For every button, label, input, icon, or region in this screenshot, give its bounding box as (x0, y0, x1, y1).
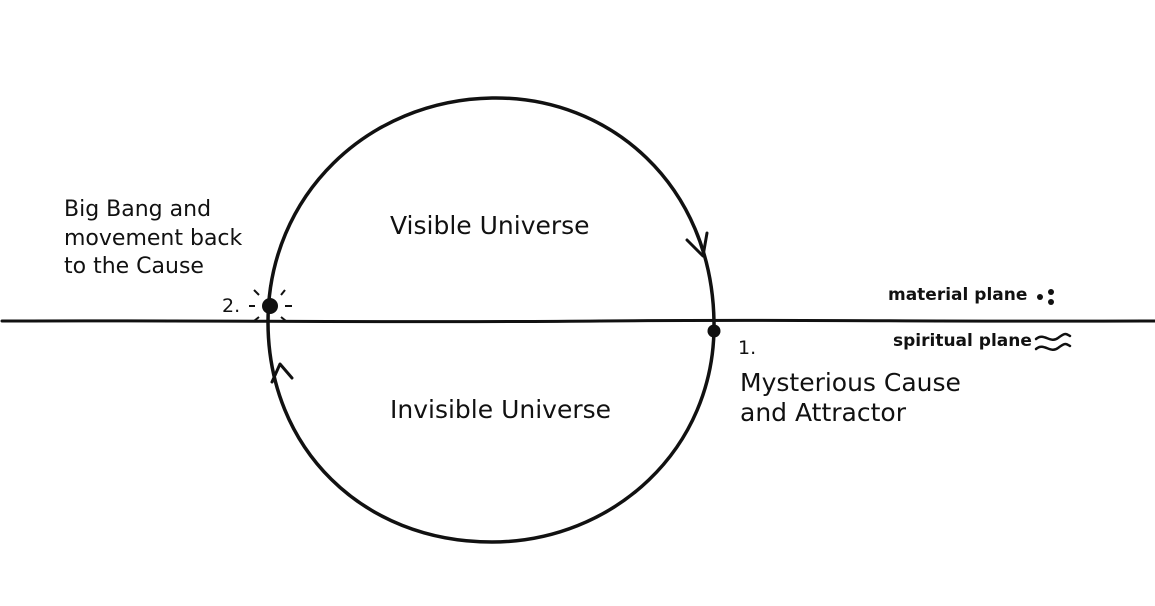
big-bang-burst-icon (249, 285, 292, 322)
material-dots-icon (1037, 289, 1054, 305)
visible-universe-label: Visible Universe (390, 211, 590, 240)
caption-line: Mysterious Cause (740, 368, 961, 397)
plane-divider-line (0, 318, 1155, 324)
spiritual-waves-icon (1034, 332, 1072, 351)
universe-circle (266, 96, 716, 544)
caption-line: Big Bang and (64, 197, 212, 222)
material-plane-label: material plane (888, 285, 1028, 305)
point-one-number: 1. (738, 337, 757, 359)
arrow-down-icon (685, 231, 709, 258)
arrow-up-icon (270, 362, 294, 384)
point-two-caption: Big Bang and movement back to the Cause (64, 196, 242, 282)
caption-line: to the Cause (64, 254, 204, 280)
invisible-universe-label: Invisible Universe (390, 395, 612, 424)
caption-line: movement back (64, 225, 243, 251)
point-one-caption: Mysterious Cause and Attractor (740, 368, 961, 428)
point-one-dot (707, 324, 721, 338)
spiritual-plane-label: spiritual plane (893, 331, 1032, 351)
caption-line: and Attractor (740, 398, 906, 427)
point-two-number: 2. (222, 295, 241, 317)
